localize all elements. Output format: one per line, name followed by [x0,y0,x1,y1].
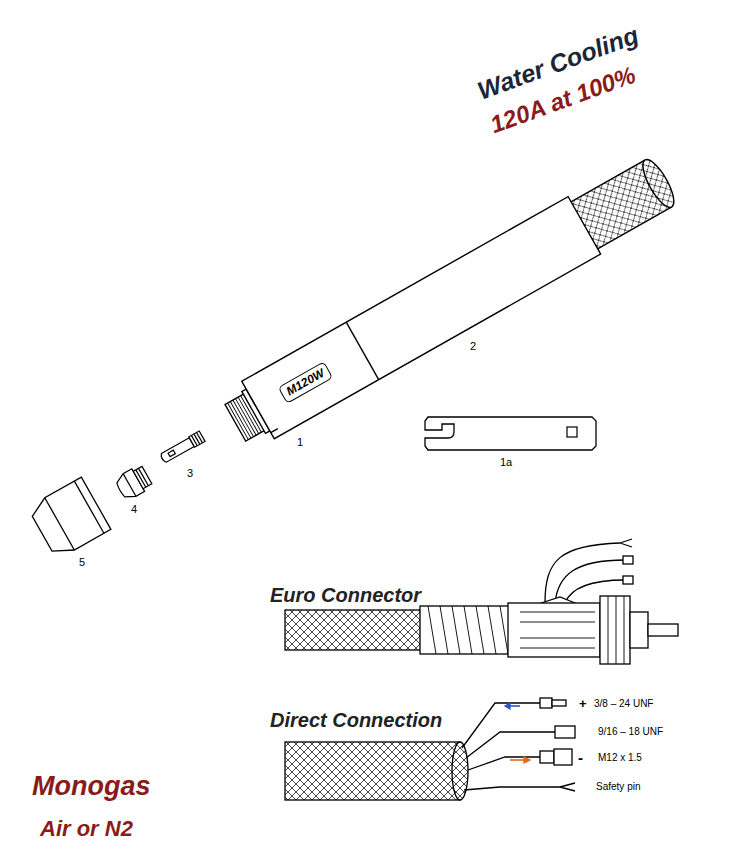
callout-number: 4 [131,504,137,515]
text-label: - [578,750,583,765]
text-label: 9/16 – 18 UNF [598,727,663,737]
text-label: Euro Connector [270,585,421,605]
electrode [159,431,205,464]
text-label: M12 x 1.5 [598,753,642,763]
text-label: Air or N2 [40,818,133,840]
callout-number: 3 [187,468,193,479]
nozzle-tip [114,464,154,502]
callout-number: 5 [79,557,85,568]
torch-body [219,150,682,451]
text-label: Monogas [32,773,151,800]
text-label: Direct Connection [270,710,442,730]
text-label: 3/8 – 24 UNF [594,699,653,709]
callout-number: 1a [500,457,512,468]
callout-number: 2 [470,341,476,352]
callout-number: 1 [297,437,303,448]
text-label: + [579,697,587,710]
wrench-hole [567,427,577,437]
wrench [425,417,596,450]
shield-cup [27,477,111,560]
text-label: Safety pin [596,782,640,792]
